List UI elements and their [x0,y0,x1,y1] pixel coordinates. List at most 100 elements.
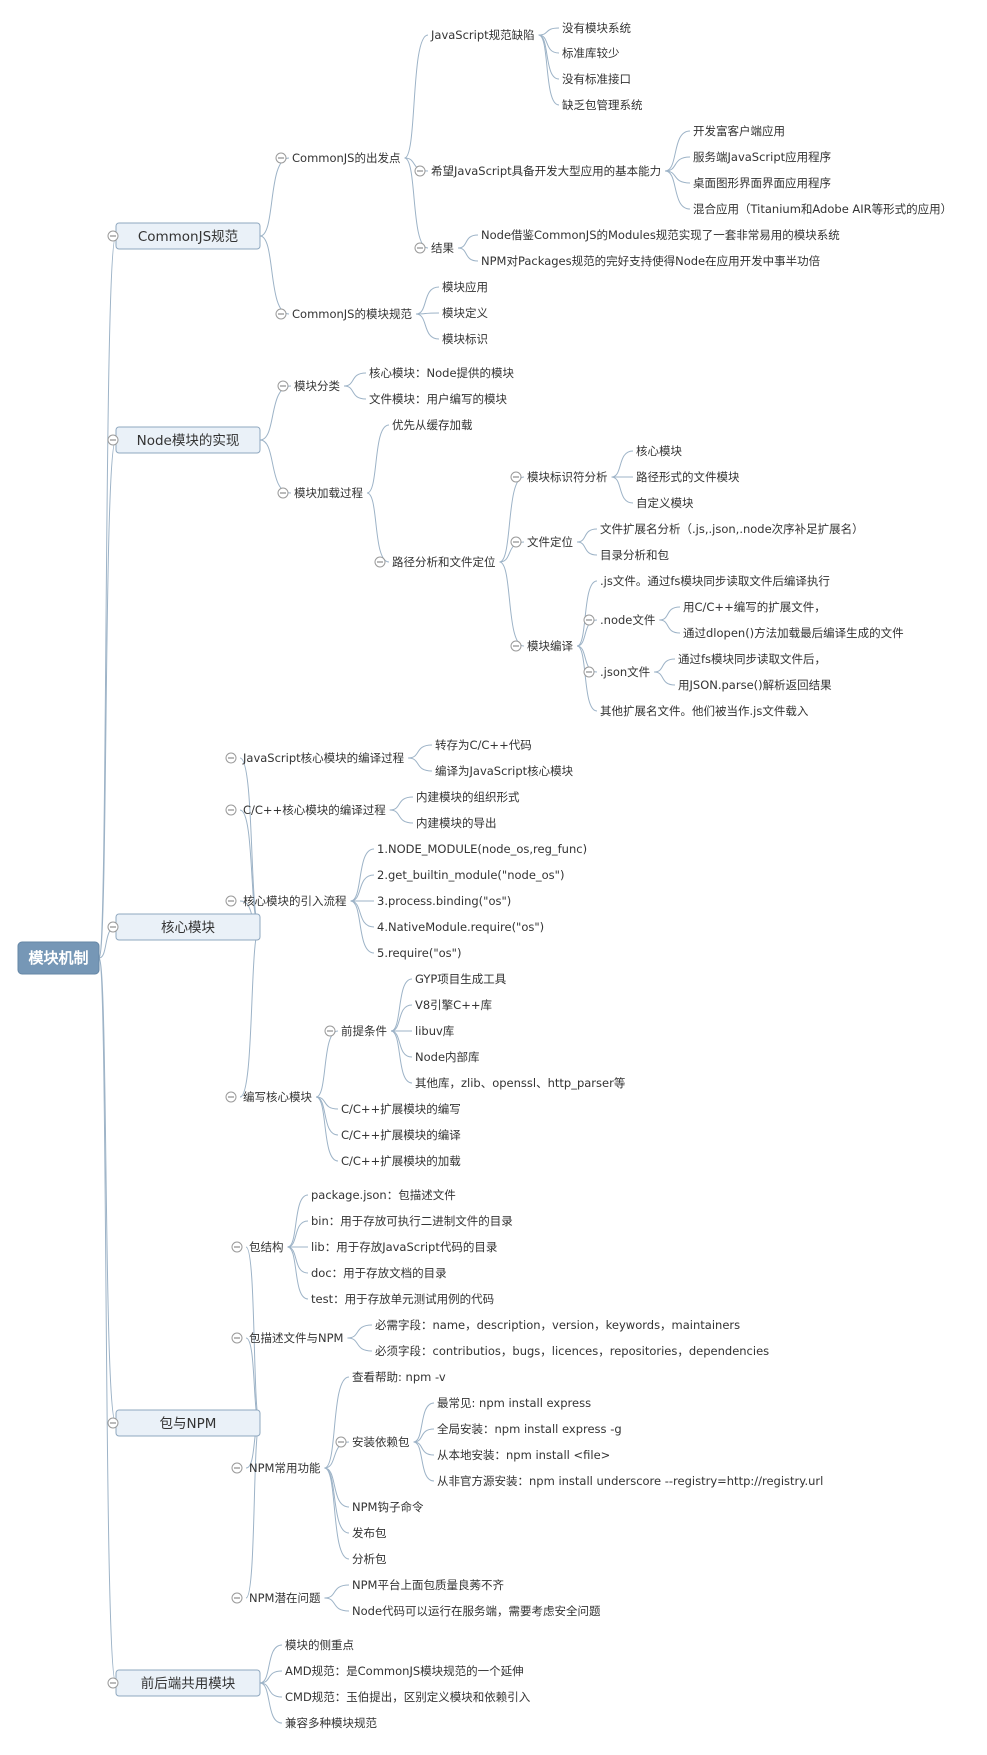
topic-n1a2a[interactable]: 开发富客户端应用 [693,124,785,138]
collapse-toggle-icon[interactable] [510,471,522,483]
topic-n2b2c1[interactable]: .js文件。通过fs模块同步读取文件后编译执行 [600,574,830,588]
topic-n3c[interactable]: 核心模块的引入流程 [243,894,347,908]
topic-n1b2[interactable]: 模块定义 [442,306,488,320]
collapse-toggle-icon[interactable] [231,1592,243,1604]
topic-n3d1a[interactable]: GYP项目生成工具 [415,972,507,986]
collapse-toggle-icon[interactable] [510,536,522,548]
topic-n3a1[interactable]: 转存为C/C++代码 [435,738,532,752]
topic-n4c2c[interactable]: 从本地安装：npm install <file> [437,1448,610,1462]
topic-n3d1d[interactable]: Node内部库 [415,1050,480,1064]
topic-n2b2c4[interactable]: 其他扩展名文件。他们被当作.js文件载入 [600,704,809,718]
topic-n3d1e[interactable]: 其他库，zlib、openssl、http_parser等 [415,1076,625,1090]
topic-n4b[interactable]: 包描述文件与NPM [249,1331,343,1345]
topic-n3d2[interactable]: C/C++扩展模块的编写 [341,1102,461,1116]
topic-n2a1[interactable]: 核心模块：Node提供的模块 [369,366,515,380]
topic-n2a[interactable]: 模块分类 [294,379,340,393]
topic-n3a[interactable]: JavaScript核心模块的编译过程 [242,751,405,765]
topic-n2b2b1[interactable]: 文件扩展名分析（.js,.json,.node次序补足扩展名） [600,522,864,536]
topic-n4c2[interactable]: 安装依赖包 [352,1435,410,1449]
topic-n2b2c3b[interactable]: 用JSON.parse()解析返回结果 [678,678,832,692]
topic-n1a3[interactable]: 结果 [431,241,454,255]
topic-n4c2a[interactable]: 最常见: npm install express [437,1396,591,1410]
topic-n1a3a[interactable]: Node借鉴CommonJS的Modules规范实现了一套非常易用的模块系统 [481,228,840,242]
topic-n3c4[interactable]: 4.NativeModule.require("os") [377,920,544,934]
collapse-toggle-icon[interactable] [107,1417,119,1429]
topic-n1a2[interactable]: 希望JavaScript具备开发大型应用的基本能力 [431,164,661,178]
topic-n1a1b[interactable]: 标准库较少 [562,46,620,60]
topic-n4c5[interactable]: 分析包 [352,1552,387,1566]
collapse-toggle-icon[interactable] [231,1241,243,1253]
collapse-toggle-icon[interactable] [231,1332,243,1344]
topic-n3b2[interactable]: 内建模块的导出 [416,816,497,830]
topic-n3d1b[interactable]: V8引擎C++库 [415,998,492,1012]
topic-n2b2c3[interactable]: .json文件 [600,665,650,679]
topic-n1a1c[interactable]: 没有标准接口 [562,72,631,86]
collapse-toggle-icon[interactable] [225,1091,237,1103]
topic-n4c[interactable]: NPM常用功能 [249,1461,321,1475]
topic-n1b[interactable]: CommonJS的模块规范 [292,307,412,321]
collapse-toggle-icon[interactable] [324,1025,336,1037]
collapse-toggle-icon[interactable] [107,230,119,242]
topic-n4c4[interactable]: 发布包 [352,1526,387,1540]
topic-n4d[interactable]: NPM潜在问题 [249,1591,321,1605]
collapse-toggle-icon[interactable] [374,556,386,568]
topic-n2b2c2b[interactable]: 通过dlopen()方法加载最后编译生成的文件 [683,626,904,640]
topic-n5c[interactable]: CMD规范：玉伯提出，区别定义模块和依赖引入 [285,1690,531,1704]
topic-n4a2[interactable]: bin：用于存放可执行二进制文件的目录 [311,1214,513,1228]
topic-n3a2[interactable]: 编译为JavaScript核心模块 [435,764,574,778]
topic-n3b[interactable]: C/C++核心模块的编译过程 [243,803,386,817]
collapse-toggle-icon[interactable] [414,242,426,254]
topic-n3c1[interactable]: 1.NODE_MODULE(node_os,reg_func) [377,842,587,856]
collapse-toggle-icon[interactable] [583,614,595,626]
topic-n3[interactable]: 核心模块 [115,913,261,941]
topic-n1a2d[interactable]: 混合应用（Titanium和Adobe AIR等形式的应用） [693,202,952,216]
topic-n3d1c[interactable]: libuv库 [415,1024,454,1038]
topic-n2b2c2[interactable]: .node文件 [600,613,655,627]
topic-n2b2a3[interactable]: 自定义模块 [636,496,694,510]
topic-n4c1[interactable]: 查看帮助: npm -v [352,1370,446,1384]
topic-n2b2c3a[interactable]: 通过fs模块同步读取文件后， [678,652,826,666]
topic-n1a1[interactable]: JavaScript规范缺陷 [430,28,535,42]
collapse-toggle-icon[interactable] [510,640,522,652]
topic-n2b[interactable]: 模块加载过程 [294,486,363,500]
topic-n5[interactable]: 前后端共用模块 [115,1669,261,1697]
topic-n2b2a2[interactable]: 路径形式的文件模块 [636,470,740,484]
topic-n3c5[interactable]: 5.require("os") [377,946,461,960]
topic-n2b2b2[interactable]: 目录分析和包 [600,548,669,562]
topic-n1[interactable]: CommonJS规范 [115,222,261,250]
topic-n2b1[interactable]: 优先从缓存加载 [392,418,473,432]
topic-n4a1[interactable]: package.json：包描述文件 [311,1188,456,1202]
topic-n4a[interactable]: 包结构 [249,1240,284,1254]
topic-n1a[interactable]: CommonJS的出发点 [292,151,401,165]
topic-n3c3[interactable]: 3.process.binding("os") [377,894,511,908]
topic-n4c2d[interactable]: 从非官方源安装：npm install underscore --registr… [437,1474,823,1488]
topic-n5a[interactable]: 模块的侧重点 [285,1638,354,1652]
topic-n4[interactable]: 包与NPM [115,1409,261,1437]
collapse-toggle-icon[interactable] [107,434,119,446]
topic-n1b1[interactable]: 模块应用 [442,280,488,294]
collapse-toggle-icon[interactable] [275,308,287,320]
topic-n3d3[interactable]: C/C++扩展模块的编译 [341,1128,461,1142]
topic-n4d1[interactable]: NPM平台上面包质量良莠不齐 [352,1578,504,1592]
collapse-toggle-icon[interactable] [225,804,237,816]
topic-n1a2c[interactable]: 桌面图形界面界面应用程序 [693,176,831,190]
topic-n4d2[interactable]: Node代码可以运行在服务端，需要考虑安全问题 [352,1604,601,1618]
topic-n2[interactable]: Node模块的实现 [115,426,261,454]
topic-n3c2[interactable]: 2.get_builtin_module("node_os") [377,868,564,882]
collapse-toggle-icon[interactable] [107,921,119,933]
topic-n4c2b[interactable]: 全局安装：npm install express -g [437,1422,622,1436]
collapse-toggle-icon[interactable] [231,1462,243,1474]
topic-n1a2b[interactable]: 服务端JavaScript应用程序 [693,150,831,164]
collapse-toggle-icon[interactable] [275,152,287,164]
topic-n1a3b[interactable]: NPM对Packages规范的完好支持使得Node在应用开发中事半功倍 [481,254,821,268]
topic-n4a5[interactable]: test：用于存放单元测试用例的代码 [311,1292,494,1306]
collapse-toggle-icon[interactable] [335,1436,347,1448]
topic-n5d[interactable]: 兼容多种模块规范 [285,1716,377,1730]
topic-n5b[interactable]: AMD规范：是CommonJS模块规范的一个延伸 [285,1664,524,1678]
collapse-toggle-icon[interactable] [277,380,289,392]
topic-n2b2[interactable]: 路径分析和文件定位 [392,555,496,569]
topic-n2b2a[interactable]: 模块标识符分析 [527,470,608,484]
topic-n2b2b[interactable]: 文件定位 [527,535,573,549]
topic-n4a3[interactable]: lib：用于存放JavaScript代码的目录 [311,1240,497,1254]
topic-n2b2c2a[interactable]: 用C/C++编写的扩展文件， [683,600,826,614]
